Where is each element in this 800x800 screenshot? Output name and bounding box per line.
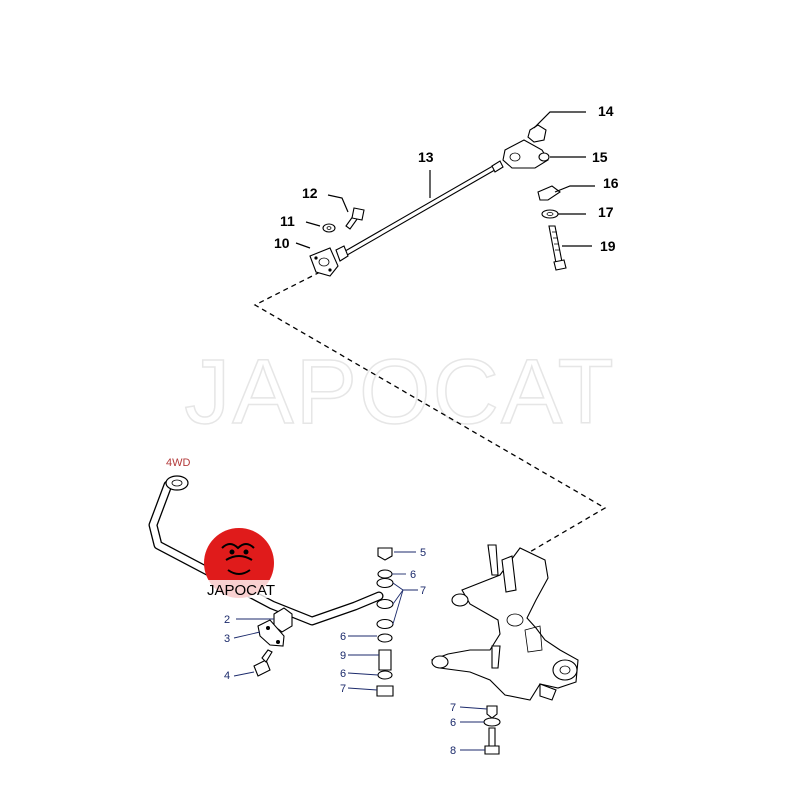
- callout-19: 19: [600, 238, 616, 254]
- dashed-connector: [253, 267, 607, 554]
- callout-5: 5: [420, 547, 426, 559]
- callout-6-mid: 6: [340, 631, 346, 643]
- callout-2: 2: [224, 614, 230, 626]
- washer-11: [322, 223, 336, 233]
- watermark: JAPOCAT: [184, 341, 615, 443]
- link-stack: [376, 547, 394, 697]
- logo-text: JAPOCAT: [207, 582, 275, 599]
- callout-15: 15: [592, 149, 608, 165]
- callout-16: 16: [603, 175, 619, 191]
- callout-17: 17: [598, 204, 614, 220]
- callout-11: 11: [280, 213, 295, 229]
- torsion-bar: [335, 160, 504, 262]
- nut-14: [527, 124, 547, 143]
- callout-13: 13: [418, 149, 434, 165]
- callout-6-upper: 6: [410, 569, 416, 581]
- anchor-flange: [309, 247, 339, 277]
- callout-10: 10: [274, 235, 290, 251]
- callout-7-upper: 7: [420, 585, 426, 597]
- bolt-4: [253, 649, 273, 677]
- callout-3: 3: [224, 633, 230, 645]
- callout-7-low: 7: [340, 683, 346, 695]
- callout-9: 9: [340, 650, 346, 662]
- bolt-12: [345, 207, 365, 230]
- callout-12: 12: [302, 185, 318, 201]
- callout-14: 14: [598, 103, 614, 119]
- callout-6-low: 6: [340, 668, 346, 680]
- control-arm-knuckle: [431, 544, 579, 701]
- callout-8: 8: [450, 745, 456, 757]
- anchor-arm: [502, 139, 550, 169]
- bracket-3: [257, 619, 285, 647]
- lower-fasteners: [483, 705, 501, 755]
- japocat-logo: JAPOCAT: [196, 528, 286, 599]
- callout-7-right: 7: [450, 702, 456, 714]
- callout-6-right: 6: [450, 717, 456, 729]
- seat-16: [537, 185, 561, 201]
- variant-tag: 4WD: [166, 457, 191, 469]
- bolt-19: [548, 225, 567, 271]
- washer-17: [541, 209, 559, 219]
- callout-4: 4: [224, 670, 230, 682]
